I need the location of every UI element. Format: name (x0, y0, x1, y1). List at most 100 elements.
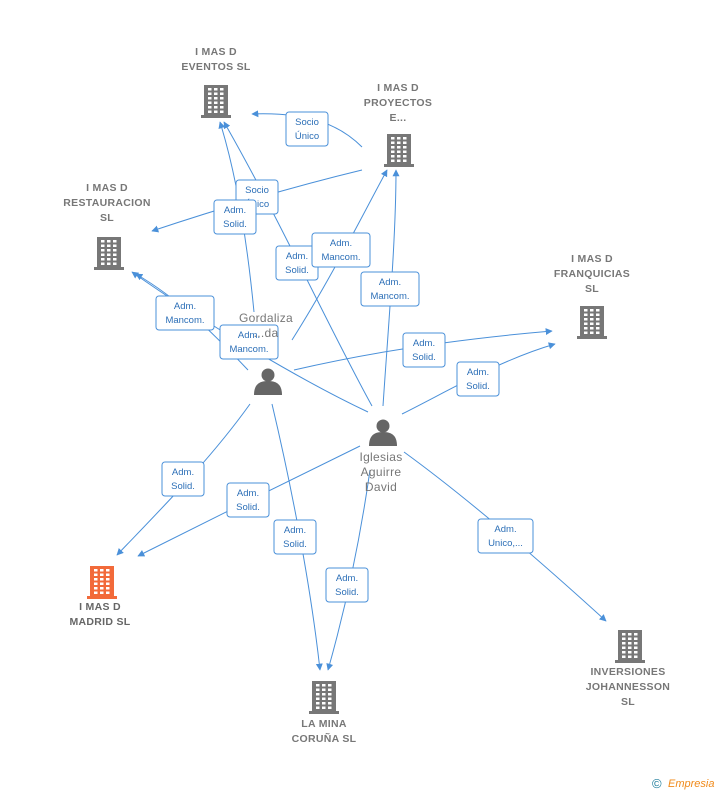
node-label-line[interactable]: I MAS D (571, 253, 613, 265)
node-franquicias[interactable]: I MAS D FRANQUICIAS SL (554, 253, 630, 339)
building-window (622, 646, 626, 649)
edge-label-text: Adm. (336, 573, 358, 584)
node-label-line[interactable]: I MAS D (195, 46, 237, 58)
building-window (328, 702, 332, 705)
node-label-line[interactable]: Gordaliza (239, 311, 293, 325)
brand-logo: Empresia (668, 778, 714, 790)
node-label-line[interactable]: LA MINA (301, 718, 347, 730)
edge-label-box[interactable] (161, 461, 205, 497)
node-eventos[interactable]: I MAS D EVENTOS SL (181, 46, 251, 118)
edge-label-gordaliza-to-eventos[interactable]: Adm.Solid. (213, 199, 257, 235)
building-window (634, 633, 638, 636)
node-label-line[interactable]: I MAS D (79, 601, 121, 613)
edge-label-iglesias-to-inversiones[interactable]: Adm.Unico,... (477, 518, 534, 554)
node-label-line[interactable]: EVENTOS SL (181, 61, 251, 73)
building-window (584, 331, 588, 334)
building-icon[interactable] (309, 681, 339, 714)
node-label-line[interactable]: RESTAURACION (63, 197, 150, 209)
edge-label-box[interactable] (285, 111, 329, 147)
node-label-line[interactable]: INVERSIONES (590, 666, 665, 678)
node-label-line[interactable]: Iglesias (359, 450, 402, 464)
edge-label-gordaliza-to-franquicias[interactable]: Adm. Solid. (402, 332, 446, 368)
building-window (403, 137, 407, 140)
edge-label-box[interactable] (477, 518, 534, 554)
building-icon[interactable] (384, 134, 414, 167)
node-label-line[interactable]: JOHANNESSON (586, 681, 670, 693)
building-window (94, 591, 98, 594)
edge-label-box[interactable] (219, 324, 279, 360)
node-label-line[interactable]: SL (100, 212, 114, 224)
building-window (214, 110, 218, 113)
edge-label-box[interactable] (360, 271, 420, 307)
building-window (397, 155, 401, 158)
node-lamina[interactable]: LA MINA CORUÑA SL (292, 681, 357, 745)
building-window (113, 262, 117, 265)
node-label-line[interactable]: MADRID SL (69, 616, 130, 628)
building-window (316, 697, 320, 700)
edge-label-box[interactable] (155, 295, 215, 331)
building-window (590, 313, 594, 316)
edge-label-text: Socio (295, 117, 319, 128)
edge-label-box[interactable] (213, 199, 257, 235)
person-icon[interactable] (369, 419, 397, 447)
edge-label-box[interactable] (273, 519, 317, 555)
footer: © Empresia (652, 776, 714, 791)
building-window (622, 655, 626, 658)
building-window (208, 106, 212, 109)
edge-label-box[interactable] (402, 332, 446, 368)
building-window (322, 693, 326, 696)
node-label-line[interactable]: SL (621, 696, 635, 708)
edge-label-box[interactable] (311, 232, 371, 268)
edge-label-iglesias-to-proyectos[interactable]: Adm.Mancom. (360, 271, 420, 307)
edge-label-box[interactable] (226, 482, 270, 518)
building-base (87, 596, 117, 599)
building-window (106, 569, 110, 572)
building-icon[interactable] (615, 630, 645, 663)
building-base (309, 711, 339, 714)
edge-labels-layer: SocioÚnicoSocioÚnicoAdm.Solid.Adm.Solid.… (155, 111, 534, 603)
node-gordaliza[interactable]: Gordaliza...da (239, 311, 293, 395)
edge-label-gordaliza-to-lamina[interactable]: Adm.Solid. (273, 519, 317, 555)
building-window (584, 313, 588, 316)
node-label-line[interactable]: SL (585, 283, 599, 295)
node-inversiones[interactable]: INVERSIONES JOHANNESSON SL (586, 630, 670, 708)
node-restauracion[interactable]: I MAS D RESTAURACION SL (63, 182, 150, 270)
edge-label-box[interactable] (325, 567, 369, 603)
building-window (101, 240, 105, 243)
building-icon[interactable] (577, 306, 607, 339)
node-label-line[interactable]: PROYECTOS (364, 97, 432, 109)
building-window (106, 582, 110, 585)
edge-label-gordaliza-to-proyectos[interactable]: Adm.Mancom. (311, 232, 371, 268)
edge-label-text: Solid. (412, 352, 436, 363)
node-label-line[interactable]: David (365, 480, 397, 494)
node-proyectos[interactable]: I MAS D PROYECTOS E... (364, 82, 432, 167)
node-madrid[interactable]: I MAS D MADRID SL (69, 566, 130, 628)
edge-label-gordaliza-to-madrid[interactable]: Adm.Solid. (161, 461, 205, 497)
edge-label-text: Adm. (413, 338, 435, 349)
node-label-line[interactable]: I MAS D (86, 182, 128, 194)
building-window (622, 642, 626, 645)
node-label-line[interactable]: E... (390, 112, 407, 124)
building-icon[interactable] (94, 237, 124, 270)
edge-label-iglesias-to-madrid[interactable]: Adm.Solid. (226, 482, 270, 518)
building-icon[interactable] (201, 85, 231, 118)
node-label-line[interactable]: CORUÑA SL (292, 732, 357, 745)
edge-label-gordaliza-to-restauracion[interactable]: Adm.Mancom. (155, 295, 215, 331)
edge-label-text: Adm. (286, 251, 308, 262)
building-window (113, 244, 117, 247)
node-label-line[interactable]: ...da (254, 326, 279, 340)
building-window (316, 706, 320, 709)
edge-label-iglesias-to-restauracion[interactable]: Adm.Mancom. (219, 324, 279, 360)
person-body (369, 432, 397, 446)
node-label-line[interactable]: FRANQUICIAS (554, 268, 630, 280)
building-icon[interactable] (87, 566, 117, 599)
edge-label-box[interactable] (456, 361, 500, 397)
person-icon[interactable] (254, 368, 282, 396)
edge-label-iglesias-to-lamina[interactable]: Adm.Solid. (325, 567, 369, 603)
node-label-line[interactable]: Aguirre (361, 465, 402, 479)
node-label-line[interactable]: I MAS D (377, 82, 419, 94)
edge-label-iglesias-to-franquicias[interactable]: Adm.Solid. (456, 361, 500, 397)
